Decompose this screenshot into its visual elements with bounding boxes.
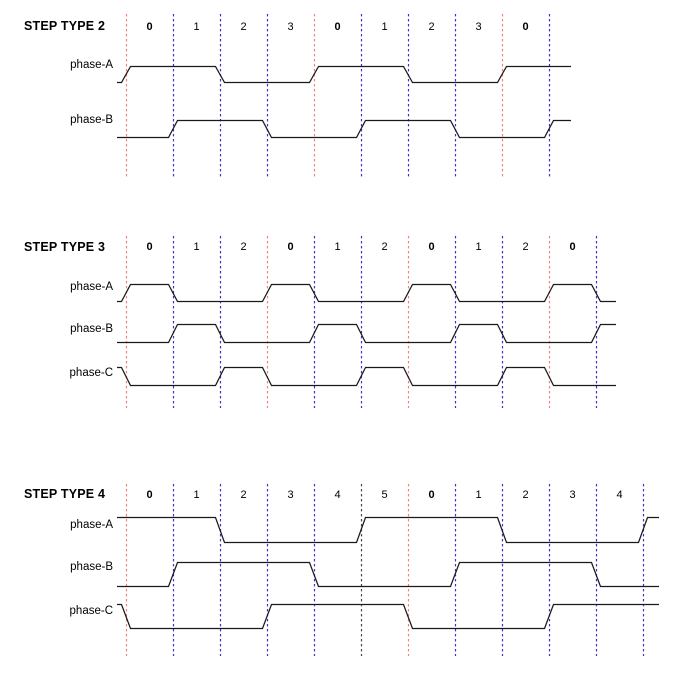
section-title-step-type-4: STEP TYPE 4 [24, 487, 106, 501]
waveform-step-type-3-phase-A [117, 283, 616, 303]
step-number-label: 2 [240, 21, 247, 33]
waveform-step-type-3-phase-B [117, 323, 616, 344]
signal-label-phase-A: phase-A [70, 59, 113, 71]
step-number-label: 2 [381, 241, 388, 253]
section-title-step-type-3: STEP TYPE 3 [24, 240, 106, 254]
step-number-label: 1 [334, 241, 341, 253]
step-number-label: 5 [381, 489, 388, 501]
signal-label-phase-A: phase-A [70, 281, 113, 293]
step-number-label: 0 [569, 241, 576, 253]
step-number-label: 0 [428, 489, 435, 501]
step-number-label: 0 [522, 21, 529, 33]
signal-label-phase-C: phase-C [69, 367, 113, 379]
step-number-label: 0 [146, 489, 153, 501]
step-number-label: 0 [146, 241, 153, 253]
step-number-label: 2 [240, 241, 247, 253]
step-number-label: 3 [287, 21, 294, 33]
step-number-label: 0 [146, 21, 153, 33]
step-number-label: 3 [287, 489, 294, 501]
waveform-step-type-3-phase-C [117, 366, 616, 387]
step-number-label: 1 [381, 21, 388, 33]
section-title-step-type-2: STEP TYPE 2 [24, 19, 106, 33]
step-number-label: 0 [287, 241, 294, 253]
step-number-label: 1 [193, 21, 200, 33]
step-number-label: 1 [475, 241, 482, 253]
step-number-label: 4 [616, 489, 623, 501]
step-number-label: 2 [240, 489, 247, 501]
signal-label-phase-B: phase-B [70, 114, 113, 126]
waveform-step-type-4-phase-B [117, 561, 659, 588]
waveform-step-type-2-phase-B [117, 119, 571, 139]
step-number-label: 2 [522, 489, 529, 501]
step-number-label: 2 [522, 241, 529, 253]
waveform-step-type-4-phase-A [117, 516, 659, 544]
signal-label-phase-B: phase-B [70, 323, 113, 335]
step-number-label: 0 [428, 241, 435, 253]
step-number-label: 2 [428, 21, 435, 33]
signal-label-phase-A: phase-A [70, 519, 113, 531]
waveform-step-type-4-phase-C [117, 603, 659, 630]
step-number-label: 0 [334, 21, 341, 33]
step-number-label: 3 [475, 21, 482, 33]
signal-label-phase-B: phase-B [70, 561, 113, 573]
step-number-label: 4 [334, 489, 341, 501]
step-number-label: 1 [193, 241, 200, 253]
step-number-label: 3 [569, 489, 576, 501]
waveform-step-type-2-phase-A [117, 65, 571, 84]
step-number-label: 1 [475, 489, 482, 501]
signal-label-phase-C: phase-C [69, 605, 113, 617]
step-number-label: 1 [193, 489, 200, 501]
